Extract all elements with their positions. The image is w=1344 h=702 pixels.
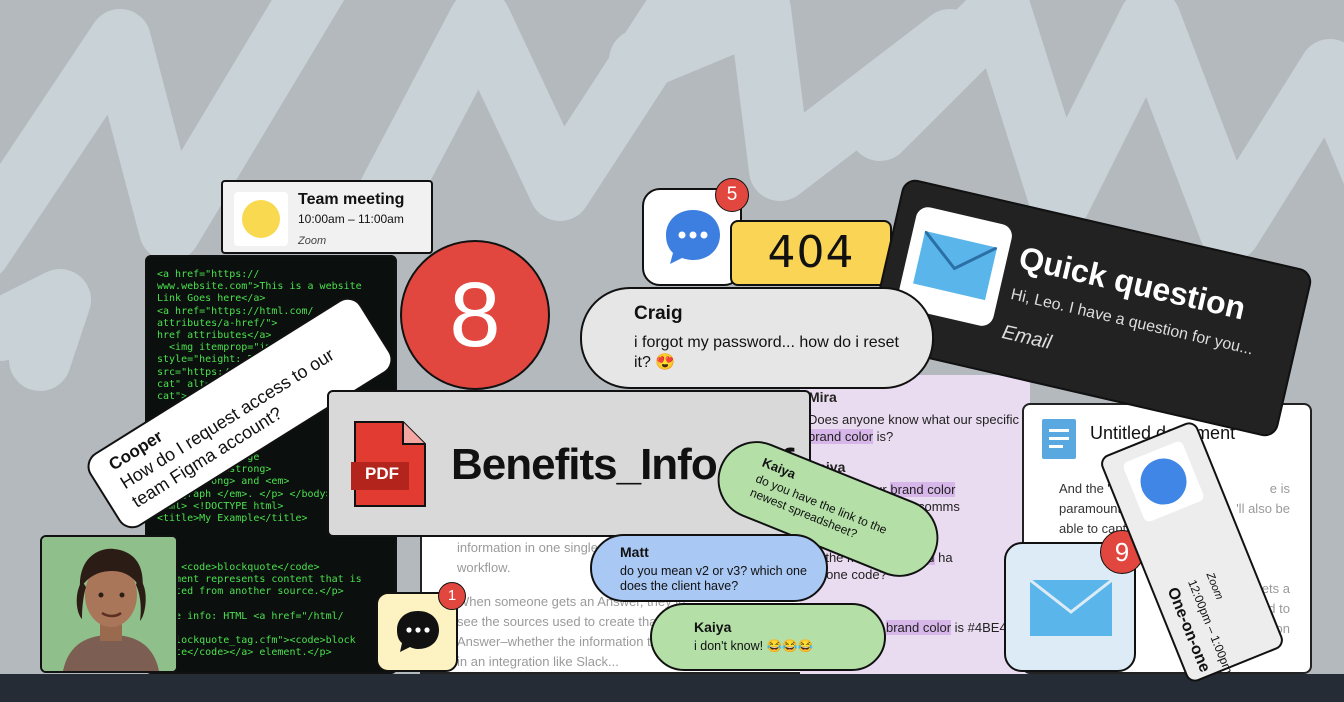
- brand-answer: brand color is #4BE4: [886, 620, 1007, 635]
- quick-question-email-card[interactable]: Quick question Hi, Leo. I have a questio…: [866, 176, 1314, 440]
- email-thumb: [895, 204, 1015, 329]
- code-line: html> <!DOCTYPE html>: [157, 500, 284, 512]
- messenger-unread-badge: 5: [715, 178, 749, 212]
- code-line: href attributes</a>: [157, 330, 272, 342]
- mira-name: Mira: [808, 389, 837, 405]
- code-line: element represents content that is: [157, 574, 362, 586]
- matt-message: do you mean v2 or v3? which one does the…: [620, 564, 807, 593]
- doc-body-visible: And the "tr paramount; able to capture: [1059, 481, 1146, 536]
- notification-count-badge-large: 8: [400, 240, 550, 390]
- kaiya-dont-know-bubble: Kaiya i don't know! 😂😂😂: [650, 603, 886, 671]
- craig-chat-bubble: Craig i forgot my password... how do i r…: [580, 287, 934, 389]
- craig-message: i forgot my password... how do i reset i…: [634, 334, 899, 371]
- code-line: [157, 598, 385, 610]
- code-line: quote</code></a> element.</p>: [157, 647, 332, 659]
- code-line: [157, 537, 385, 549]
- code-line: www.website.com">This is a website: [157, 281, 362, 293]
- code-line: <img itemprop="image": [157, 342, 296, 354]
- code-line: <title>My Example</title>: [157, 513, 308, 525]
- calendar-dot-icon: [242, 200, 280, 238]
- doc-left-text: information in one single workflow. When…: [457, 540, 686, 669]
- code-line: More info: HTML <a href="/html/: [157, 610, 344, 622]
- pdf-icon-label: PDF: [365, 464, 399, 483]
- team-meeting-card[interactable]: Team meeting 10:00am – 11:00am Zoom: [221, 180, 433, 254]
- code-line: l_blockquote_tag.cfm"><code>block: [157, 635, 356, 647]
- matt-name: Matt: [620, 544, 649, 560]
- chat-bubble-icon: [666, 210, 720, 264]
- kaiya-name-2: Kaiya: [694, 619, 732, 635]
- code-line: <a href="https://: [157, 269, 260, 280]
- matt-chat-bubble: Matt do you mean v2 or v3? which one doe…: [590, 534, 828, 602]
- envelope-icon-blue: [1030, 580, 1112, 636]
- error-404-tile: 404: [730, 220, 892, 286]
- footer-bar: [0, 674, 1344, 702]
- email-source: Email: [999, 321, 1054, 354]
- code-line: <a href="https://html.com/: [157, 305, 314, 317]
- pdf-icon: [351, 421, 426, 507]
- black-chat-bubble-icon: [397, 611, 439, 652]
- code-line: Link Goes here</a>: [157, 293, 266, 305]
- craig-name: Craig: [634, 303, 683, 324]
- kaiya-message-2: i don't know! 😂😂😂: [694, 639, 814, 653]
- avatar: [40, 535, 178, 673]
- chat-unread-badge: 1: [438, 582, 466, 610]
- meeting-location: Zoom: [298, 235, 327, 247]
- code-line: attributes/a-href/">: [157, 317, 278, 329]
- code-line: s/: [157, 623, 385, 635]
- document-icon: [1042, 419, 1076, 459]
- meeting-time: 10:00am – 11:00am: [298, 212, 404, 226]
- code-line: cat">: [157, 391, 188, 403]
- meeting-title: Team meeting: [298, 191, 405, 208]
- code-line: >: [157, 550, 385, 562]
- mira-message: Does anyone know what our specific brand…: [808, 412, 1020, 444]
- person-portrait-icon: [42, 537, 176, 671]
- code-line: The <code>blockquote</code>: [157, 561, 320, 573]
- meeting-icon-wrap: [234, 192, 288, 246]
- envelope-icon: [912, 230, 998, 301]
- chat-app-icon[interactable]: [376, 592, 458, 672]
- code-line: quoted from another source.</p>: [157, 586, 344, 598]
